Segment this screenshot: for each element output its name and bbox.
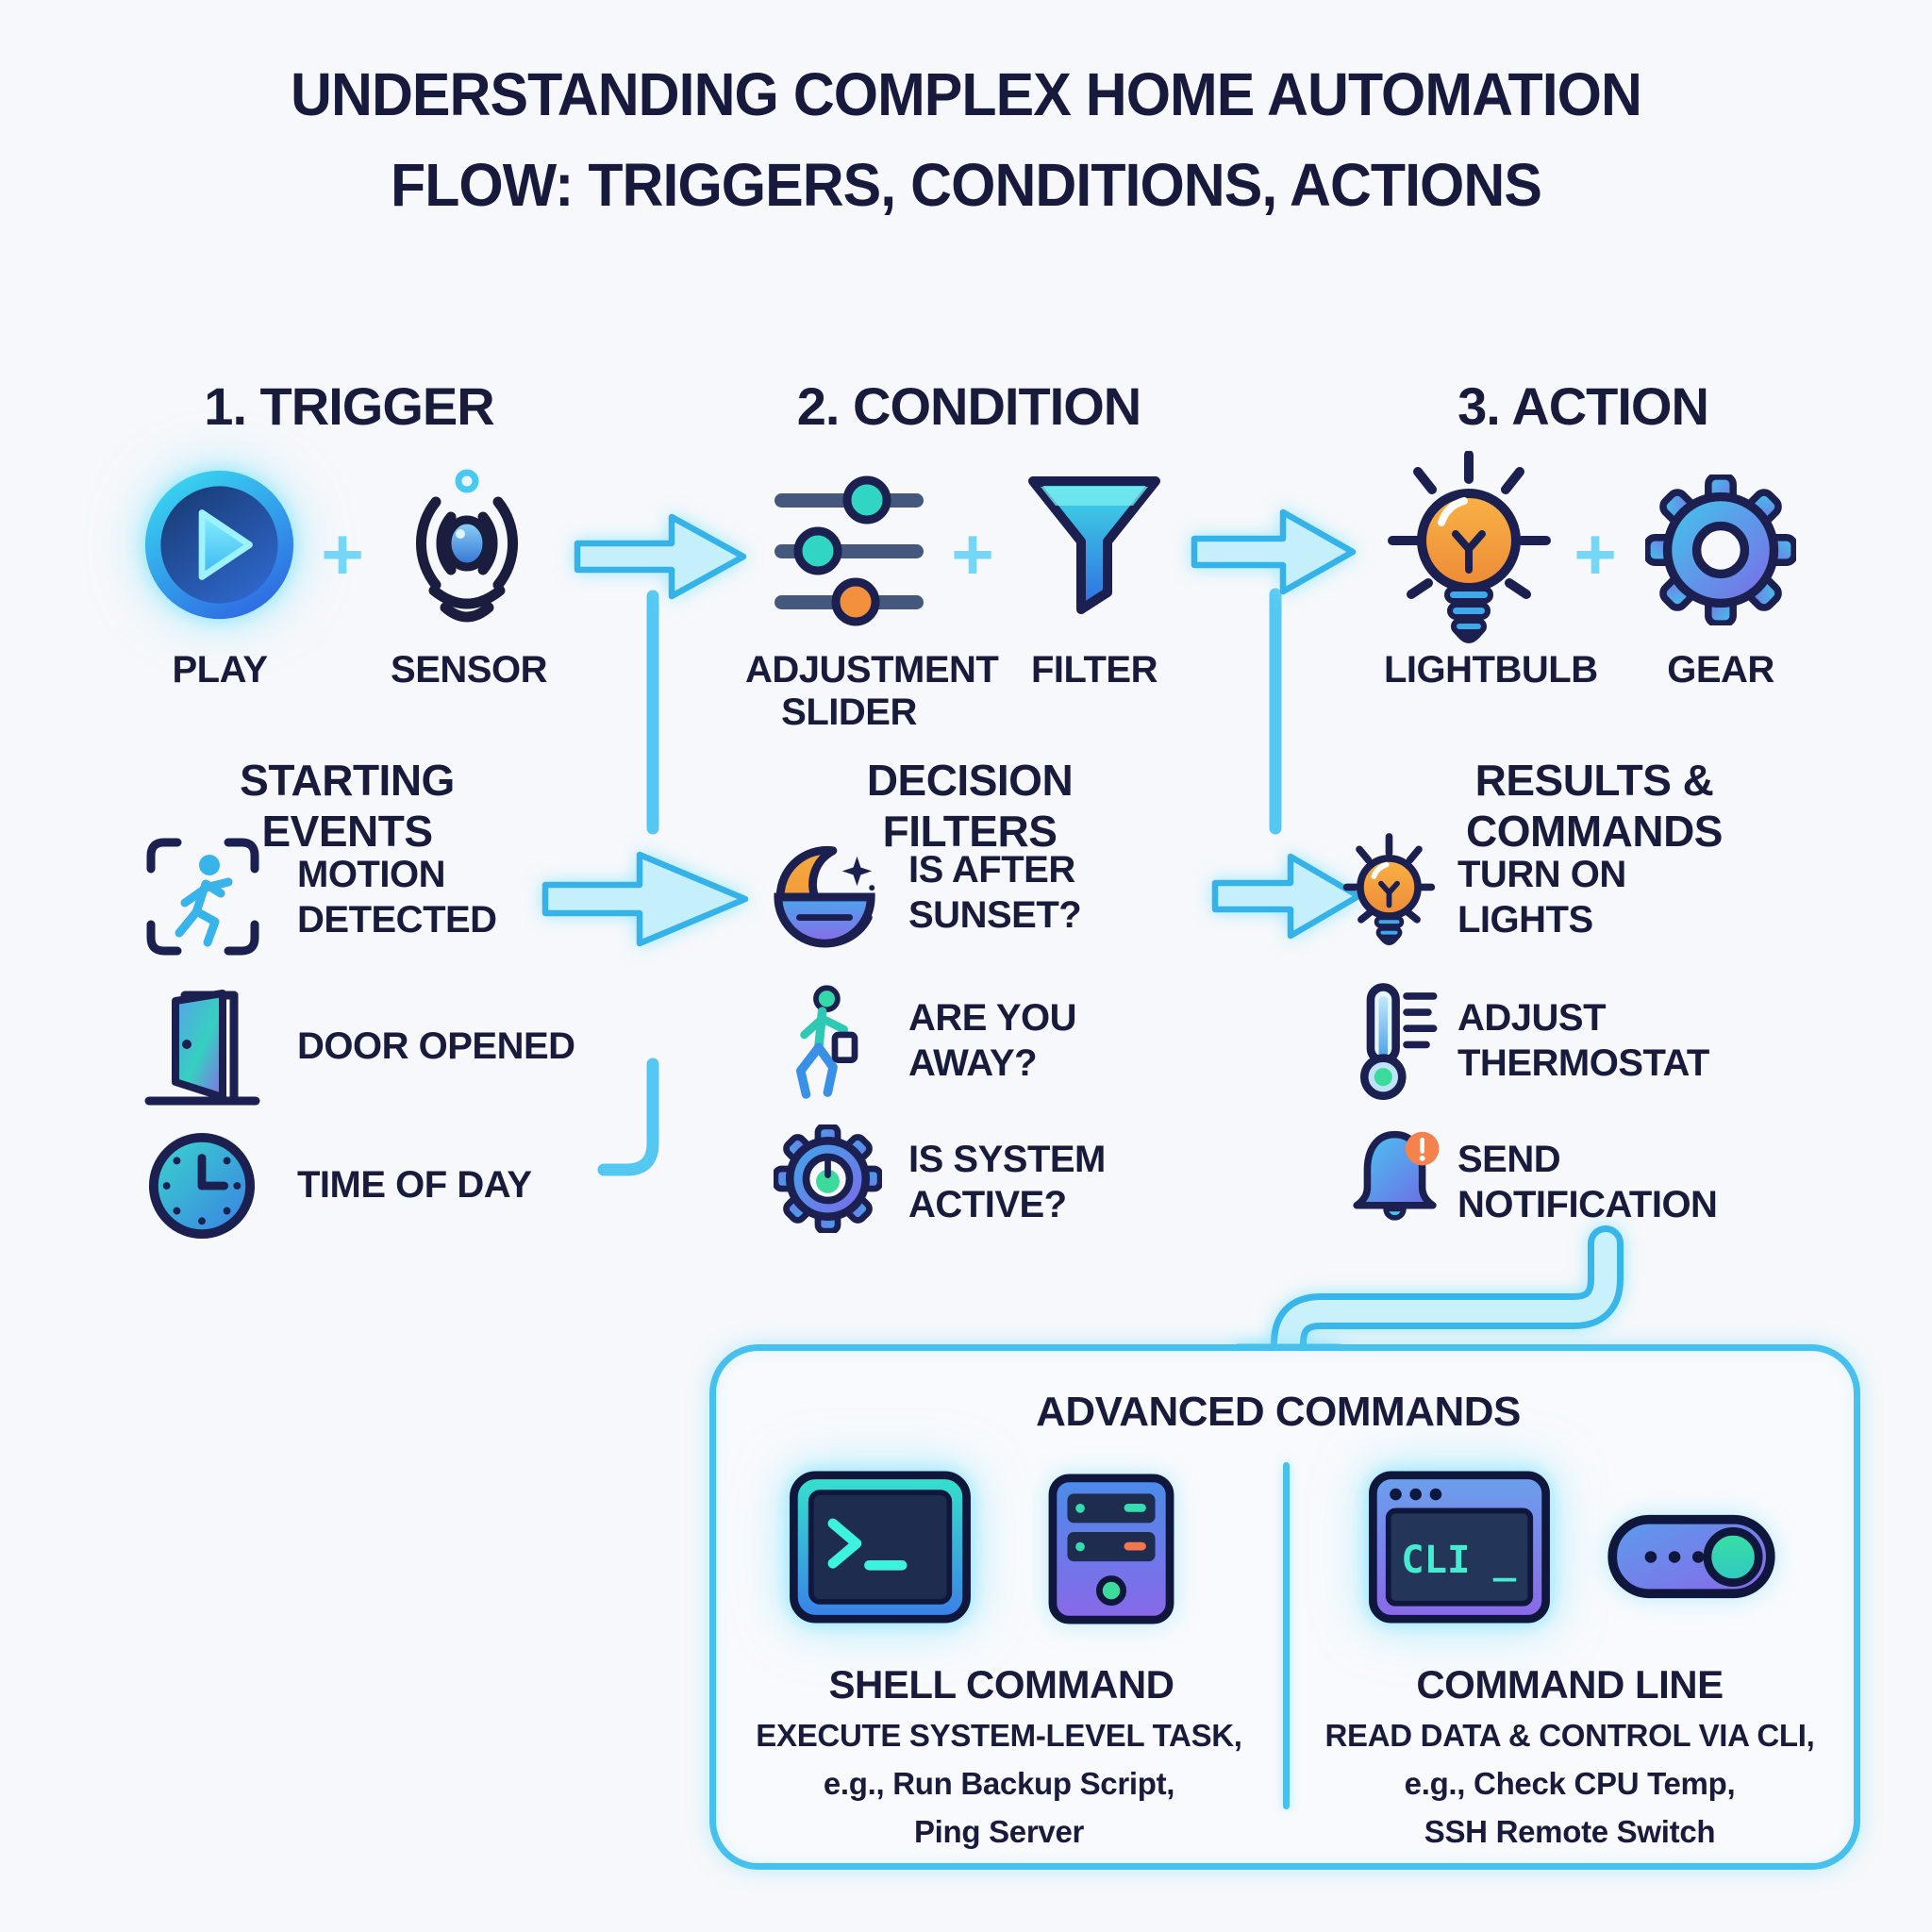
sensor-icon: [387, 468, 547, 628]
column-heading-condition: 2. CONDITION: [796, 376, 1141, 436]
column-heading-trigger: 1. TRIGGER: [204, 376, 494, 436]
item-time-of-day-line1: TIME OF DAY: [297, 1164, 532, 1206]
sensor-label: SENSOR: [391, 649, 547, 691]
gear-icon: [1645, 475, 1796, 625]
adjustment-slider-label-line1: ADJUSTMENT: [745, 649, 999, 691]
item-door-opened-line1: DOOR OPENED: [297, 1025, 575, 1067]
turn-on-lights-icon: [1340, 830, 1439, 962]
item-after-sunset: IS AFTER SUNSET?: [908, 847, 1082, 938]
lightbulb-icon: [1387, 451, 1552, 654]
adjust-thermostat-icon: [1351, 981, 1445, 1104]
section-heading-starting-events: STARTING EVENTS: [240, 756, 455, 856]
filter-icon: [1024, 470, 1165, 632]
time-of-day-elbow-line: [597, 1058, 659, 1176]
page-title-line2: FLOW: TRIGGERS, CONDITIONS, ACTIONS: [391, 151, 1542, 219]
column-heading-action: 3. ACTION: [1457, 376, 1709, 436]
cli-window-icon: CLI _: [1367, 1471, 1552, 1624]
flow-arrows: [541, 508, 1362, 947]
toggle-switch-icon: [1606, 1513, 1777, 1600]
page-title: UNDERSTANDING COMPLEX HOME AUTOMATION FL…: [115, 49, 1818, 230]
arrow-events-to-filters: [541, 851, 749, 947]
page-title-line1: UNDERSTANDING COMPLEX HOME AUTOMATION: [291, 60, 1642, 128]
plus-sign-condition: +: [951, 512, 994, 595]
command-line-desc-line3: SSH Remote Switch: [1424, 1814, 1716, 1850]
arrow-condition-to-action: [1191, 508, 1357, 595]
shell-command-desc-line3: Ping Server: [913, 1814, 1085, 1850]
lightbulb-label: LIGHTBULB: [1384, 649, 1598, 691]
advanced-commands-box: ADVANCED COMMANDS: [709, 1344, 1860, 1870]
item-are-you-away: ARE YOU AWAY?: [908, 995, 1077, 1086]
item-are-you-away-line1: ARE YOU: [908, 997, 1077, 1039]
cli-screen-text: CLI _: [1401, 1537, 1517, 1582]
item-system-active: IS SYSTEM ACTIVE?: [908, 1137, 1106, 1227]
advanced-box-divider: [1283, 1462, 1290, 1809]
command-line-description: READ DATA & CONTROL VIA CLI, e.g., Check…: [1287, 1711, 1853, 1856]
section-heading-results-commands: RESULTS & COMMANDS: [1466, 756, 1723, 856]
adjustment-slider-label: ADJUSTMENT SLIDER: [745, 649, 999, 734]
shell-terminal-icon: [788, 1471, 973, 1624]
item-time-of-day: TIME OF DAY: [297, 1162, 532, 1208]
command-line-desc-line1: READ DATA & CONTROL VIA CLI,: [1324, 1718, 1815, 1753]
item-motion-detected-line2: DETECTED: [297, 899, 497, 941]
item-after-sunset-line2: SUNSET?: [908, 894, 1082, 936]
motion-detected-icon: [142, 833, 264, 960]
advanced-commands-heading: ADVANCED COMMANDS: [1036, 1389, 1521, 1435]
section-heading-decision-filters: DECISION FILTERS: [866, 756, 1074, 856]
item-turn-on-lights-line1: TURN ON: [1457, 854, 1626, 895]
play-icon: [142, 467, 297, 623]
time-of-day-icon: [146, 1130, 258, 1241]
arrow-trigger-to-condition: [574, 513, 747, 600]
item-send-notification-line2: NOTIFICATION: [1457, 1184, 1718, 1225]
plus-sign-action: +: [1574, 512, 1617, 595]
adjustment-slider-label-line2: SLIDER: [781, 691, 917, 733]
item-send-notification: SEND NOTIFICATION: [1457, 1137, 1718, 1227]
send-notification-icon: [1344, 1123, 1446, 1236]
item-are-you-away-line2: AWAY?: [908, 1042, 1038, 1084]
item-door-opened: DOOR OPENED: [297, 1024, 575, 1069]
arrow-filters-to-results: [1211, 853, 1362, 940]
item-motion-detected-line1: MOTION: [297, 854, 445, 895]
item-adjust-thermostat: ADJUST THERMOSTAT: [1457, 995, 1709, 1086]
gear-label: GEAR: [1667, 649, 1774, 691]
item-adjust-thermostat-line1: ADJUST: [1457, 997, 1607, 1039]
play-label: PLAY: [172, 649, 268, 691]
filter-label: FILTER: [1030, 649, 1158, 691]
system-active-icon: [774, 1124, 882, 1233]
plus-sign-trigger: +: [321, 512, 364, 595]
door-opened-icon: [143, 986, 261, 1113]
server-icon: [1046, 1474, 1176, 1624]
shell-command-desc-line2: e.g., Run Backup Script,: [823, 1766, 1175, 1802]
item-motion-detected: MOTION DETECTED: [297, 852, 497, 942]
item-system-active-line1: IS SYSTEM: [908, 1139, 1106, 1180]
shell-command-title: SHELL COMMAND: [828, 1662, 1174, 1707]
item-send-notification-line1: SEND: [1457, 1139, 1561, 1180]
shell-command-desc-line1: EXECUTE SYSTEM-LEVEL TASK,: [756, 1718, 1242, 1753]
item-system-active-line2: ACTIVE?: [908, 1184, 1067, 1225]
pipe-fill: [1277, 1232, 1617, 1360]
adjustment-slider-icon: [769, 475, 929, 629]
item-adjust-thermostat-line2: THERMOSTAT: [1457, 1042, 1709, 1084]
pipe-outline: [1271, 1225, 1624, 1367]
item-after-sunset-line1: IS AFTER: [908, 849, 1075, 891]
item-turn-on-lights: TURN ON LIGHTS: [1457, 852, 1626, 942]
are-you-away-icon: [775, 981, 874, 1106]
shell-command-description: EXECUTE SYSTEM-LEVEL TASK, e.g., Run Bac…: [716, 1711, 1282, 1856]
after-sunset-icon: [772, 840, 883, 951]
item-turn-on-lights-line2: LIGHTS: [1457, 899, 1593, 941]
connector-lines: [597, 588, 1282, 1176]
command-line-title: COMMAND LINE: [1416, 1662, 1724, 1707]
command-line-desc-line2: e.g., Check CPU Temp,: [1404, 1766, 1736, 1802]
